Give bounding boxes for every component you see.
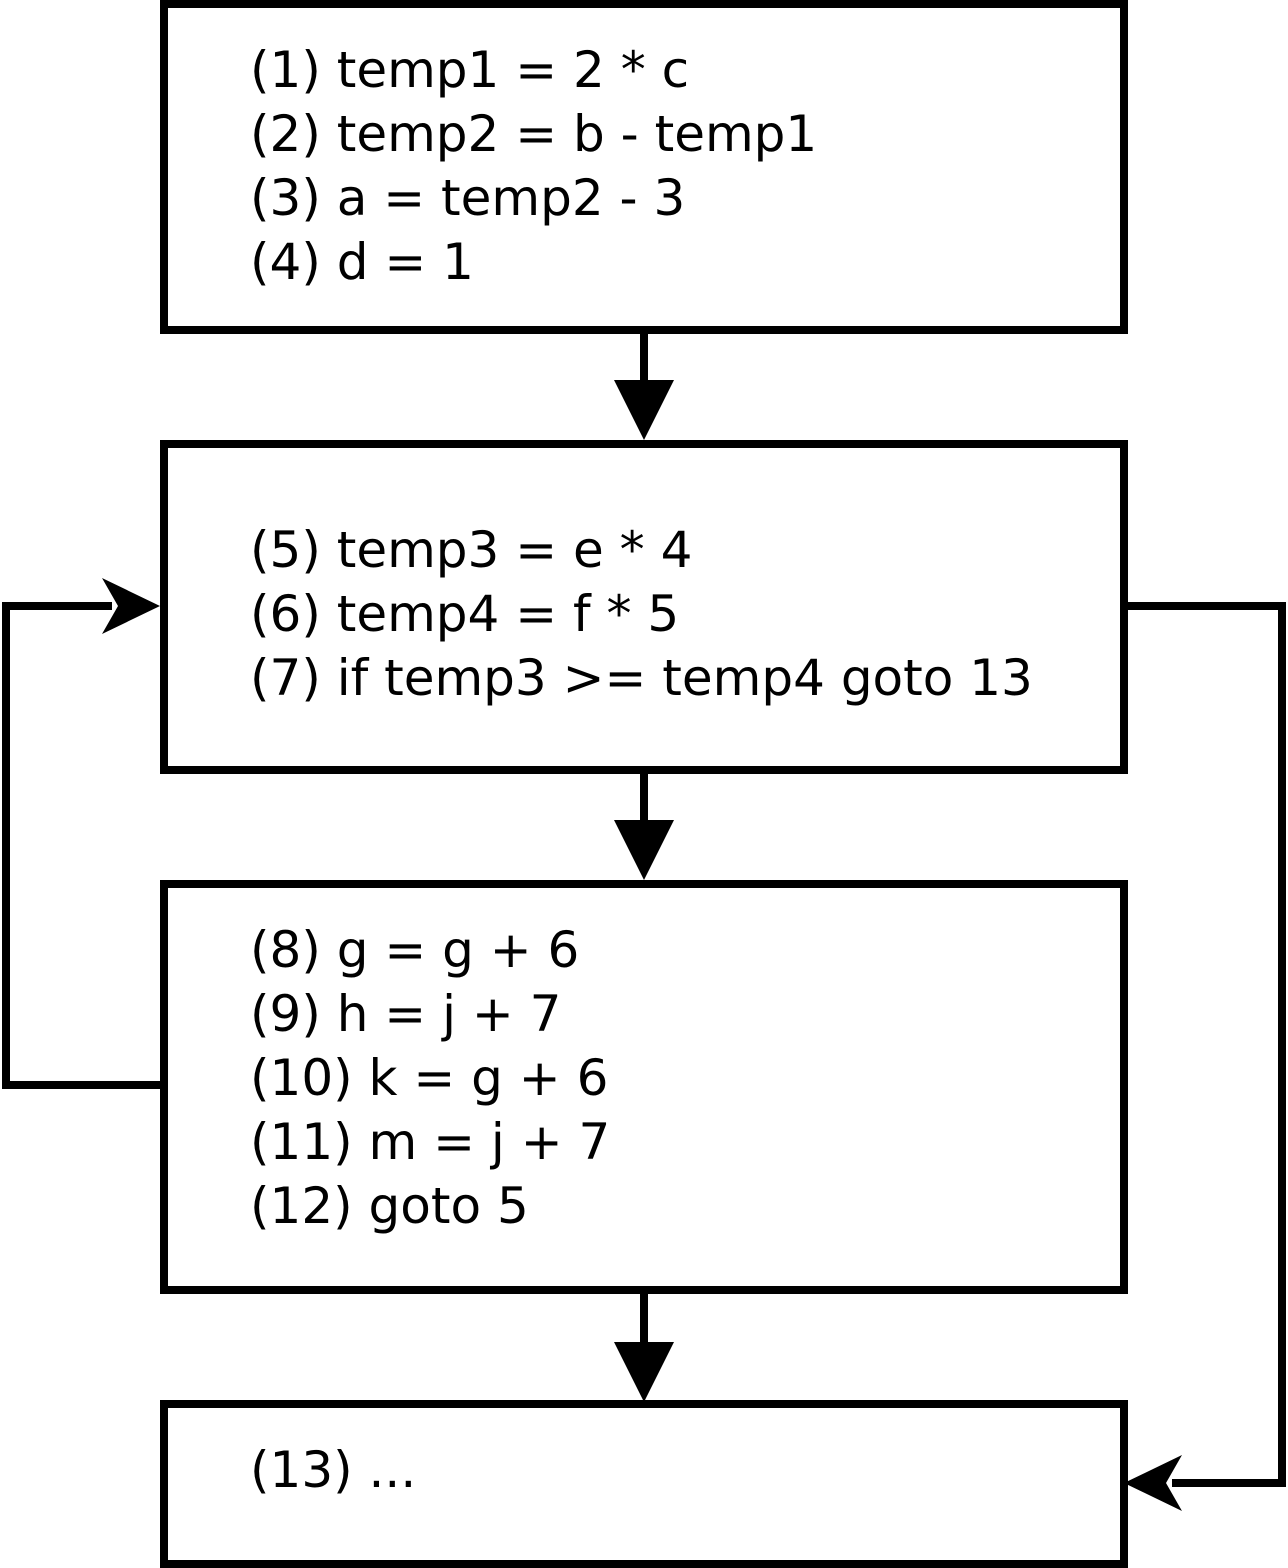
instruction-6: (6) temp4 = f * 5 (250, 585, 680, 643)
edge-b3-back-to-b2 (2, 578, 164, 1089)
basic-block-3: (8) g = g + 6 (9) h = j + 7 (10) k = g +… (160, 880, 1128, 1294)
instruction-1: (1) temp1 = 2 * c (250, 41, 690, 99)
arrowhead-icon (614, 1342, 674, 1402)
arrowhead-icon (102, 578, 160, 634)
edge-b2-to-b3 (614, 770, 674, 880)
arrowhead-icon (614, 380, 674, 440)
instruction-8: (8) g = g + 6 (250, 921, 580, 979)
basic-block-1: (1) temp1 = 2 * c (2) temp2 = b - temp1 … (160, 0, 1128, 334)
basic-block-4: (13) ... (160, 1400, 1128, 1568)
instruction-3: (3) a = temp2 - 3 (250, 169, 686, 227)
instruction-2: (2) temp2 = b - temp1 (250, 105, 818, 163)
instruction-5: (5) temp3 = e * 4 (250, 521, 693, 579)
instruction-10: (10) k = g + 6 (250, 1049, 609, 1107)
instruction-7: (7) if temp3 >= temp4 goto 13 (250, 649, 1033, 707)
instruction-12: (12) goto 5 (250, 1177, 529, 1235)
arrowhead-icon (614, 820, 674, 880)
instruction-11: (11) m = j + 7 (250, 1113, 611, 1171)
basic-block-2: (5) temp3 = e * 4 (6) temp4 = f * 5 (7) … (160, 440, 1128, 774)
edge-b2-branch-to-b4 (1124, 602, 1286, 1511)
instruction-9: (9) h = j + 7 (250, 985, 562, 1043)
instruction-4: (4) d = 1 (250, 233, 474, 291)
edge-b1-to-b2 (614, 330, 674, 440)
arrowhead-icon (1124, 1455, 1182, 1511)
instruction-13: (13) ... (250, 1441, 417, 1499)
edge-b3-to-b4 (614, 1290, 674, 1402)
